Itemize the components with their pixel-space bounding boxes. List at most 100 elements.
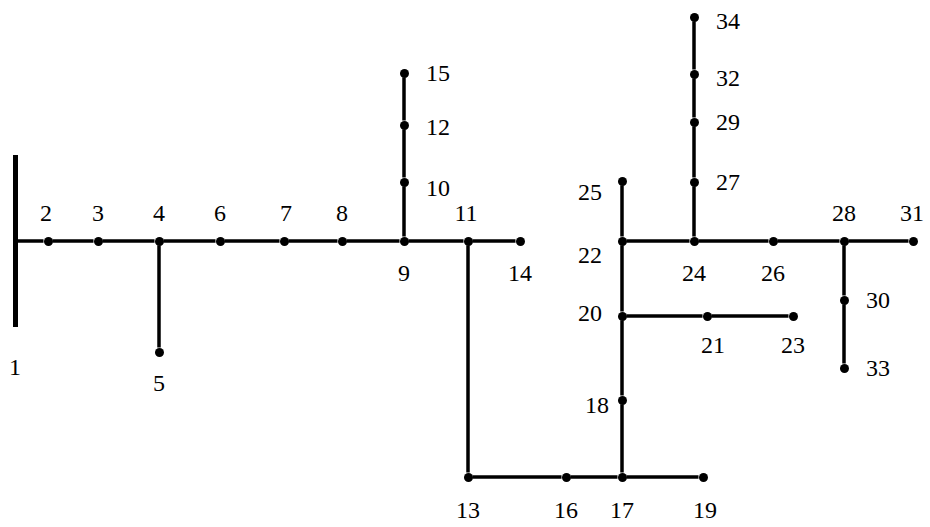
bus-node: 32 bbox=[690, 70, 699, 79]
line-segment bbox=[53, 239, 94, 243]
line-segment bbox=[692, 187, 696, 237]
bus-node: 31 bbox=[909, 237, 918, 246]
line-segment bbox=[473, 239, 516, 243]
line-segment bbox=[620, 321, 624, 396]
bus-node: 9 bbox=[400, 237, 409, 246]
bus-node: 21 bbox=[703, 312, 712, 321]
line-segment bbox=[620, 405, 624, 473]
bus-number: 20 bbox=[578, 301, 602, 325]
bus-node: 30 bbox=[840, 296, 849, 305]
bus-number: 21 bbox=[701, 333, 725, 357]
bus-number: 11 bbox=[454, 201, 477, 225]
bus-node: 15 bbox=[400, 69, 409, 78]
line-segment bbox=[620, 246, 624, 312]
bus-number: 31 bbox=[900, 201, 924, 225]
line-segment bbox=[699, 239, 769, 243]
bus-number: 29 bbox=[716, 110, 740, 134]
bus-number: 18 bbox=[585, 393, 609, 417]
bus-node: 34 bbox=[690, 13, 699, 22]
bus-number: 25 bbox=[578, 180, 602, 204]
bus-node: 6 bbox=[216, 237, 225, 246]
bus-number: 1 bbox=[9, 355, 21, 379]
bus-number: 8 bbox=[336, 201, 348, 225]
line-segment bbox=[849, 239, 909, 243]
line-segment bbox=[409, 239, 464, 243]
bus-number: 32 bbox=[716, 66, 740, 90]
line-segment bbox=[402, 187, 406, 237]
bus-node: 17 bbox=[618, 473, 627, 482]
bus-number: 15 bbox=[426, 61, 450, 85]
line-segment bbox=[466, 246, 470, 473]
line-segment bbox=[692, 79, 696, 118]
bus-node: 14 bbox=[516, 237, 525, 246]
line-segment bbox=[620, 186, 624, 237]
bus-node: 12 bbox=[400, 121, 409, 130]
source-busbar: 1 bbox=[13, 155, 18, 327]
bus-number: 34 bbox=[716, 9, 740, 33]
line-segment bbox=[627, 239, 690, 243]
line-segment bbox=[225, 239, 280, 243]
line-segment bbox=[778, 239, 840, 243]
line-segment bbox=[164, 239, 216, 243]
bus-node: 4 bbox=[155, 237, 164, 246]
bus-number: 14 bbox=[508, 261, 532, 285]
bus-node: 27 bbox=[690, 178, 699, 187]
bus-node: 18 bbox=[618, 396, 627, 405]
line-segment bbox=[473, 475, 562, 479]
bus-node: 20 bbox=[618, 312, 627, 321]
bus-node: 22 bbox=[618, 237, 627, 246]
bus-number: 23 bbox=[781, 333, 805, 357]
bus-number: 19 bbox=[693, 498, 717, 522]
bus-node: 2 bbox=[44, 237, 53, 246]
bus-number: 30 bbox=[866, 288, 890, 312]
line-segment bbox=[571, 475, 618, 479]
line-segment bbox=[692, 22, 696, 70]
bus-number: 9 bbox=[398, 261, 410, 285]
bus-number: 12 bbox=[426, 115, 450, 139]
bus-number: 2 bbox=[40, 201, 52, 225]
bus-number: 3 bbox=[92, 201, 104, 225]
bus-number: 7 bbox=[280, 201, 292, 225]
bus-number: 26 bbox=[761, 261, 785, 285]
bus-node: 10 bbox=[400, 178, 409, 187]
bus-node: 28 bbox=[840, 237, 849, 246]
bus-node: 5 bbox=[155, 348, 164, 357]
line-segment bbox=[842, 246, 846, 296]
bus-node: 29 bbox=[690, 118, 699, 127]
bus-number: 33 bbox=[866, 356, 890, 380]
bus-node: 19 bbox=[699, 473, 708, 482]
bus-node: 13 bbox=[464, 473, 473, 482]
bus-node: 25 bbox=[618, 177, 627, 186]
line-segment bbox=[627, 314, 703, 318]
line-segment bbox=[712, 314, 789, 318]
bus-number: 28 bbox=[832, 201, 856, 225]
line-segment bbox=[402, 78, 406, 121]
bus-node: 26 bbox=[769, 237, 778, 246]
bus-node: 33 bbox=[840, 364, 849, 373]
line-segment bbox=[347, 239, 400, 243]
line-segment bbox=[627, 475, 699, 479]
bus-node: 7 bbox=[280, 237, 289, 246]
bus-number: 17 bbox=[610, 498, 634, 522]
bus-node: 23 bbox=[789, 312, 798, 321]
bus-node: 16 bbox=[562, 473, 571, 482]
line-segment bbox=[402, 130, 406, 178]
bus-number: 22 bbox=[578, 243, 602, 267]
bus-node: 11 bbox=[464, 237, 473, 246]
bus-number: 5 bbox=[153, 371, 165, 395]
bus-number: 10 bbox=[426, 176, 450, 200]
bus-number: 13 bbox=[456, 498, 480, 522]
line-segment bbox=[18, 239, 44, 243]
bus-number: 16 bbox=[554, 498, 578, 522]
bus-node: 8 bbox=[338, 237, 347, 246]
line-segment bbox=[289, 239, 338, 243]
bus-number: 27 bbox=[716, 170, 740, 194]
line-segment bbox=[103, 239, 155, 243]
bus-node: 3 bbox=[94, 237, 103, 246]
bus-number: 4 bbox=[153, 201, 165, 225]
bus-number: 6 bbox=[214, 201, 226, 225]
bus-node: 24 bbox=[690, 237, 699, 246]
line-segment bbox=[692, 127, 696, 178]
